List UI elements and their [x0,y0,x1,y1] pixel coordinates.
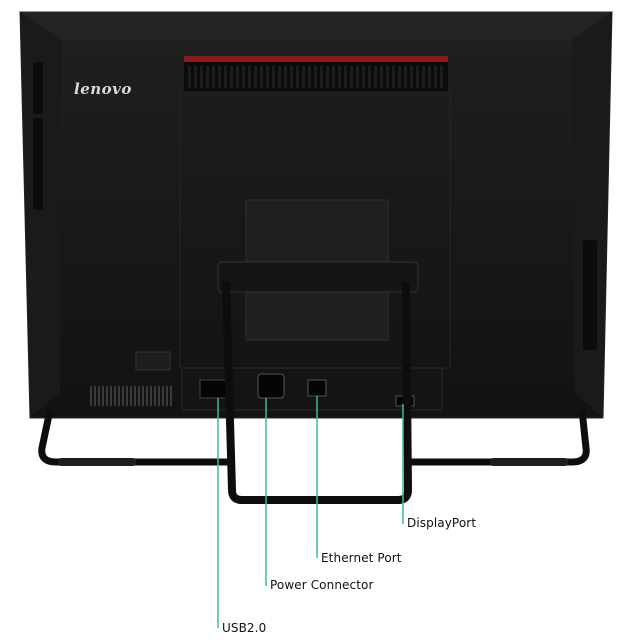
grille-slat [212,66,215,88]
grille-slat [320,66,323,88]
vent-slat [126,386,128,406]
grille-slat [326,66,329,88]
monitor-top-bevel [20,12,612,40]
vent-slat [118,386,120,406]
ethernet-port [307,379,327,397]
lenovo-logo: lenovo [74,80,132,98]
stand-foot-left [58,458,136,466]
left-side-slot [33,62,43,114]
grille-slat [194,66,197,88]
grille-slat [404,66,407,88]
grille-slat [296,66,299,88]
grille-slat [350,66,353,88]
grille-slat [338,66,341,88]
grille-slat [260,66,263,88]
grille-slat [398,66,401,88]
grille-slat [254,66,257,88]
grille-slat [308,66,311,88]
grille-slat [428,66,431,88]
left-side-slot-2 [33,118,43,210]
vent-slat [142,386,144,406]
grille-slat [266,66,269,88]
displayport-label: DisplayPort [407,516,477,530]
grille-slat [362,66,365,88]
grille-slat [278,66,281,88]
power-connector [257,373,285,399]
monitor-left-bevel [20,12,62,418]
grille-slat [344,66,347,88]
stand-u-frame [222,281,412,504]
grille-slat [242,66,245,88]
grille-slat [440,66,443,88]
power-connector-label: Power Connector [270,578,374,592]
grille-slat [434,66,437,88]
stand-base-right [406,409,590,466]
grille-slat [386,66,389,88]
grille-slat [380,66,383,88]
grille-slat [314,66,317,88]
grille-slat [302,66,305,88]
vent-slat [110,386,112,406]
usb-ports [199,379,227,399]
vent-slat [166,386,168,406]
vent-slat [90,386,92,406]
grille-slat [284,66,287,88]
vent-slat [154,386,156,406]
grille-slat [374,66,377,88]
usb-label: USB2.0 [222,621,267,635]
monitor-right-bevel [572,12,612,418]
vent-slat [98,386,100,406]
bottom-vent [90,386,172,406]
stand-hinge-top [217,261,419,293]
grille-slat [422,66,425,88]
stand-foot-right [490,458,568,466]
grille-slat [200,66,203,88]
top-vent-grille [188,66,443,88]
grille-slat [248,66,251,88]
vent-slat [122,386,124,406]
regulatory-label [135,351,171,371]
vent-slat [150,386,152,406]
grille-slat [290,66,293,88]
grille-slat [218,66,221,88]
vent-slat [106,386,108,406]
vent-slat [158,386,160,406]
grille-slat [392,66,395,88]
ethernet-port-label: Ethernet Port [321,551,402,565]
vent-slat [102,386,104,406]
grille-slat [272,66,275,88]
grille-slat [416,66,419,88]
vent-slat [114,386,116,406]
vent-slat [138,386,140,406]
vent-slat [146,386,148,406]
grille-slat [236,66,239,88]
stand-base-left [38,409,230,466]
grille-slat [230,66,233,88]
vent-slat [170,386,172,406]
vent-slat [162,386,164,406]
top-vent-red-accent [184,56,448,62]
vent-slat [130,386,132,406]
vent-slat [94,386,96,406]
grille-slat [224,66,227,88]
grille-slat [332,66,335,88]
right-side-slot [583,240,597,350]
grille-slat [368,66,371,88]
vent-slat [134,386,136,406]
grille-slat [188,66,191,88]
grille-slat [410,66,413,88]
grille-slat [206,66,209,88]
grille-slat [356,66,359,88]
